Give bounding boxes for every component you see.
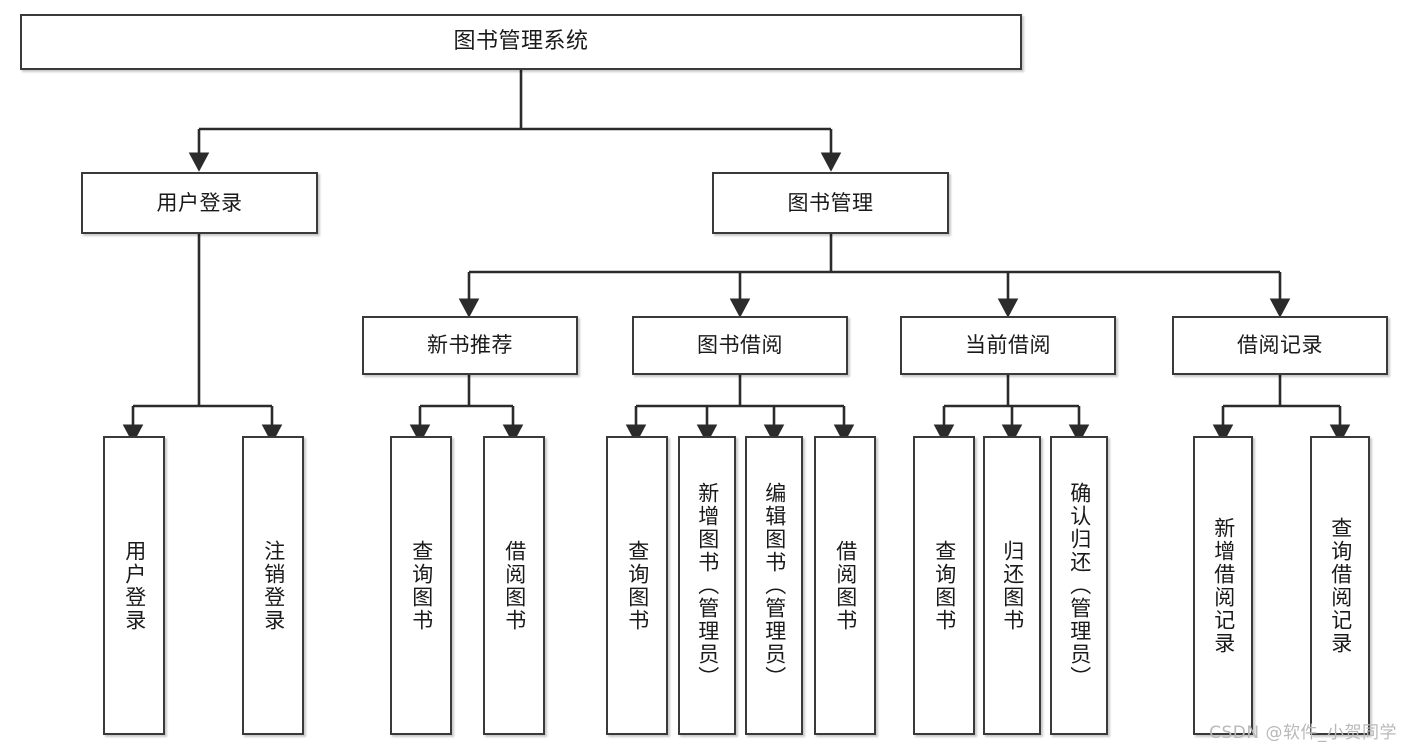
node-current-borrow[interactable]: 当前借阅 <box>900 316 1116 375</box>
node-borrow-record[interactable]: 借阅记录 <box>1172 316 1388 375</box>
node-leaf-borrow-book-1[interactable]: 借阅图书 <box>483 436 545 735</box>
node-leaf-logout[interactable]: 注销登录 <box>242 436 304 735</box>
node-label: 编辑图书（管理员） <box>762 482 787 689</box>
node-label: 用户登录 <box>156 190 243 215</box>
node-leaf-query-book-3[interactable]: 查询图书 <box>913 436 975 735</box>
node-leaf-query-book-1[interactable]: 查询图书 <box>390 436 452 735</box>
node-label: 查询图书 <box>932 539 957 632</box>
node-label: 图书管理系统 <box>453 29 589 54</box>
node-user-login[interactable]: 用户登录 <box>81 172 318 234</box>
node-label: 新书推荐 <box>427 333 513 357</box>
node-label: 归还图书 <box>1000 539 1025 632</box>
node-label: 查询图书 <box>409 539 434 632</box>
node-label: 确认归还（管理员） <box>1067 482 1092 689</box>
node-label: 借阅记录 <box>1237 333 1323 357</box>
node-new-book-rec[interactable]: 新书推荐 <box>362 316 578 375</box>
node-book-manage[interactable]: 图书管理 <box>712 172 949 234</box>
node-leaf-query-book-2[interactable]: 查询图书 <box>606 436 668 735</box>
node-label: 新增借阅记录 <box>1211 516 1236 655</box>
node-label: 用户登录 <box>122 539 147 632</box>
node-label: 图书借阅 <box>697 333 783 357</box>
node-leaf-user-login[interactable]: 用户登录 <box>103 436 165 735</box>
node-leaf-return-book[interactable]: 归还图书 <box>983 436 1041 735</box>
node-label: 查询图书 <box>625 539 650 632</box>
watermark-text: CSDN @软件_小贺同学 <box>1209 723 1397 743</box>
node-leaf-query-record[interactable]: 查询借阅记录 <box>1310 436 1370 735</box>
node-root-system[interactable]: 图书管理系统 <box>20 14 1022 70</box>
node-label: 查询借阅记录 <box>1328 516 1353 655</box>
node-leaf-borrow-book-2[interactable]: 借阅图书 <box>814 436 876 735</box>
node-label: 新增图书（管理员） <box>695 482 720 689</box>
node-leaf-edit-book[interactable]: 编辑图书（管理员） <box>745 436 803 735</box>
node-leaf-add-record[interactable]: 新增借阅记录 <box>1193 436 1253 735</box>
node-label: 借阅图书 <box>833 539 858 632</box>
node-book-borrow[interactable]: 图书借阅 <box>632 316 848 375</box>
node-label: 借阅图书 <box>502 539 527 632</box>
node-label: 图书管理 <box>787 190 874 215</box>
node-leaf-add-book[interactable]: 新增图书（管理员） <box>678 436 736 735</box>
node-label: 注销登录 <box>261 539 286 632</box>
node-leaf-confirm-return[interactable]: 确认归还（管理员） <box>1050 436 1108 735</box>
node-label: 当前借阅 <box>965 333 1051 357</box>
